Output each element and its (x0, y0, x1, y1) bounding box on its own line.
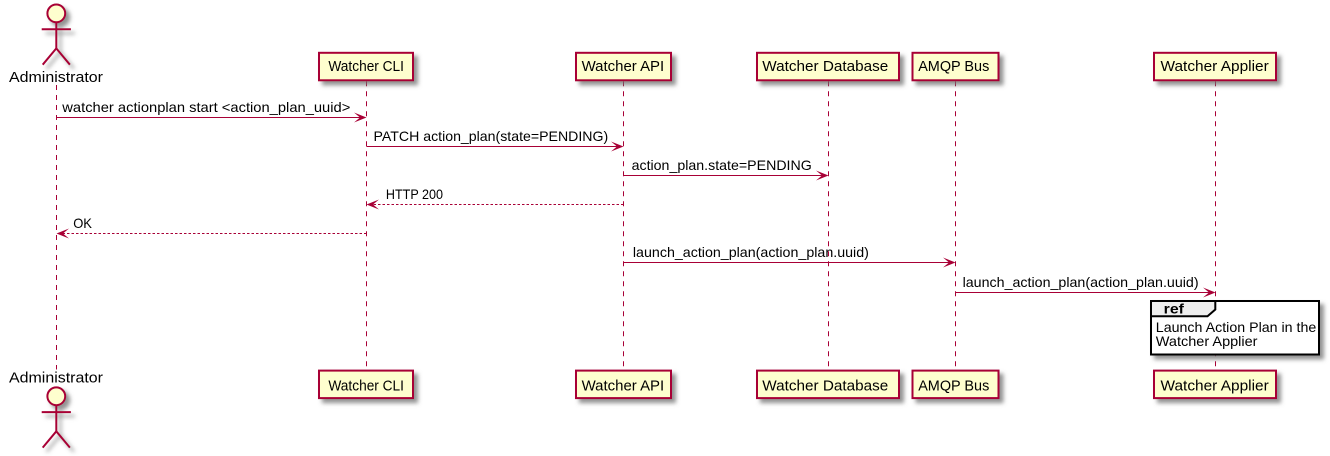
svg-text:Launch Action Plan in the: Launch Action Plan in the (1156, 319, 1317, 335)
svg-text:PATCH action_plan(state=PENDIN: PATCH action_plan(state=PENDING) (374, 128, 609, 144)
svg-text:launch_action_plan(action_plan: launch_action_plan(action_plan.uuid) (633, 244, 869, 260)
svg-text:Watcher Applier: Watcher Applier (1161, 377, 1269, 394)
svg-text:Watcher Applier: Watcher Applier (1161, 58, 1269, 75)
svg-text:Watcher Database: Watcher Database (762, 58, 888, 75)
svg-text:AMQP Bus: AMQP Bus (918, 377, 989, 394)
svg-text:Administrator: Administrator (9, 370, 103, 386)
svg-text:HTTP 200: HTTP 200 (386, 186, 443, 202)
svg-text:Watcher API: Watcher API (582, 58, 665, 75)
svg-text:OK: OK (73, 215, 92, 231)
svg-text:Watcher API: Watcher API (582, 377, 665, 394)
svg-text:ref: ref (1164, 302, 1185, 317)
svg-text:Watcher CLI: Watcher CLI (328, 377, 404, 394)
svg-text:Watcher CLI: Watcher CLI (328, 58, 404, 75)
svg-text:Watcher Database: Watcher Database (762, 377, 888, 394)
svg-text:Watcher Applier: Watcher Applier (1156, 333, 1258, 349)
svg-text:action_plan.state=PENDING: action_plan.state=PENDING (632, 157, 812, 173)
svg-text:Administrator: Administrator (9, 70, 103, 86)
svg-text:watcher actionplan start <acti: watcher actionplan start <action_plan_uu… (61, 99, 350, 115)
svg-text:AMQP Bus: AMQP Bus (918, 58, 989, 75)
svg-text:launch_action_plan(action_plan: launch_action_plan(action_plan.uuid) (963, 274, 1199, 290)
